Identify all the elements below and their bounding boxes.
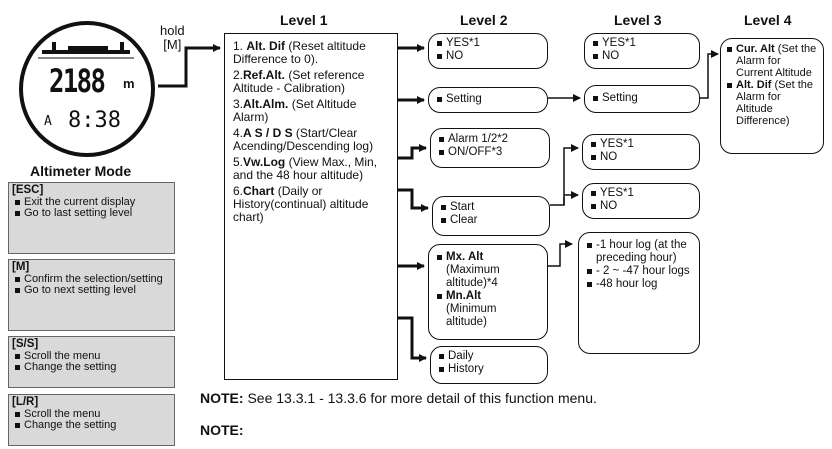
button-desc: Confirm the selection/setting (24, 273, 163, 285)
level-4-heading: Level 4 (744, 12, 792, 28)
level1-item-2: 2.Ref.Alt. (Set reference Altitude - Cal… (233, 68, 365, 95)
note-heading: NOTE: (200, 422, 244, 438)
level3-confirm-2: YES*1 NO (582, 134, 700, 170)
button-ss-panel: [S/S] Scroll the menu Change the setting (8, 336, 175, 388)
watch-unit: m (123, 76, 135, 91)
level1-item-4: 4.A S / D S (Start/Clear Acending/Descen… (233, 126, 374, 153)
button-desc: Go to next setting level (24, 284, 136, 296)
button-key: [M] (12, 261, 30, 273)
watch-time: 8:38 (68, 108, 121, 133)
level-3-heading: Level 3 (614, 12, 662, 28)
button-lr-panel: [L/R] Scroll the menu Change the setting (8, 394, 175, 446)
watch-face-icon (19, 21, 155, 157)
level3-log-options: -1 hour log (at the preceding hour) - 2 … (578, 232, 700, 354)
level2-chart-options: Daily History (430, 346, 548, 384)
level2-altalm-options: Alarm 1/2*2 ON/OFF*3 (430, 128, 550, 168)
button-desc: Change the setting (24, 361, 117, 373)
level1-item-5: 5.Vw.Log (View Max., Min, and the 48 hou… (233, 155, 378, 182)
hold-m-label: hold [M] (160, 23, 185, 52)
button-desc: Scroll the menu (24, 350, 101, 362)
level1-item-6: 6.Chart (Daily or History(continual) alt… (233, 184, 369, 224)
button-key: [L/R] (12, 396, 39, 408)
level1-item-3: 3.Alt.Alm. (Set Altitude Alarm) (233, 97, 357, 124)
button-desc: Exit the current display (24, 196, 136, 208)
button-desc: Go to last setting level (24, 207, 133, 219)
watch-marker: A (44, 114, 52, 129)
note-label: NOTE: (200, 390, 244, 406)
level-1-menu: 1. Alt. Dif (Reset altitude Difference t… (224, 33, 398, 380)
button-key: [S/S] (12, 338, 39, 350)
level2-refalt-options: Setting (428, 87, 548, 113)
mode-title: Altimeter Mode (30, 163, 132, 179)
level1-item-1: 1. Alt. Dif (Reset altitude Difference t… (233, 39, 366, 66)
level3-confirm-1: YES*1 NO (584, 33, 700, 69)
watch-main-digits: 2188 (49, 62, 106, 100)
level2-vwlog-options: Mx. Alt(Maximum altitude)*4 Mn.Alt(Minim… (428, 244, 548, 340)
button-m-panel: [M] Confirm the selection/setting Go to … (8, 259, 175, 331)
level4-alarm-options: Cur. Alt (Set the Alarm for Current Alti… (720, 38, 824, 154)
note-detail: NOTE: See 13.3.1 - 13.3.6 for more detai… (200, 390, 597, 406)
level2-asds-options: Start Clear (432, 196, 550, 236)
button-desc: Scroll the menu (24, 408, 101, 420)
button-key: [ESC] (12, 184, 44, 196)
button-desc: Change the setting (24, 419, 117, 431)
watch-illustration: 2188 m A 8:38 (16, 18, 158, 160)
level-2-heading: Level 2 (460, 12, 508, 28)
level-1-heading: Level 1 (280, 12, 328, 28)
note-text: See 13.3.1 - 13.3.6 for more detail of t… (243, 390, 597, 406)
level3-confirm-3: YES*1 NO (582, 183, 700, 219)
button-esc-panel: [ESC] Exit the current display Go to las… (8, 182, 175, 254)
level3-setting: Setting (584, 85, 700, 113)
level2-altdif-options: YES*1 NO (428, 33, 548, 69)
